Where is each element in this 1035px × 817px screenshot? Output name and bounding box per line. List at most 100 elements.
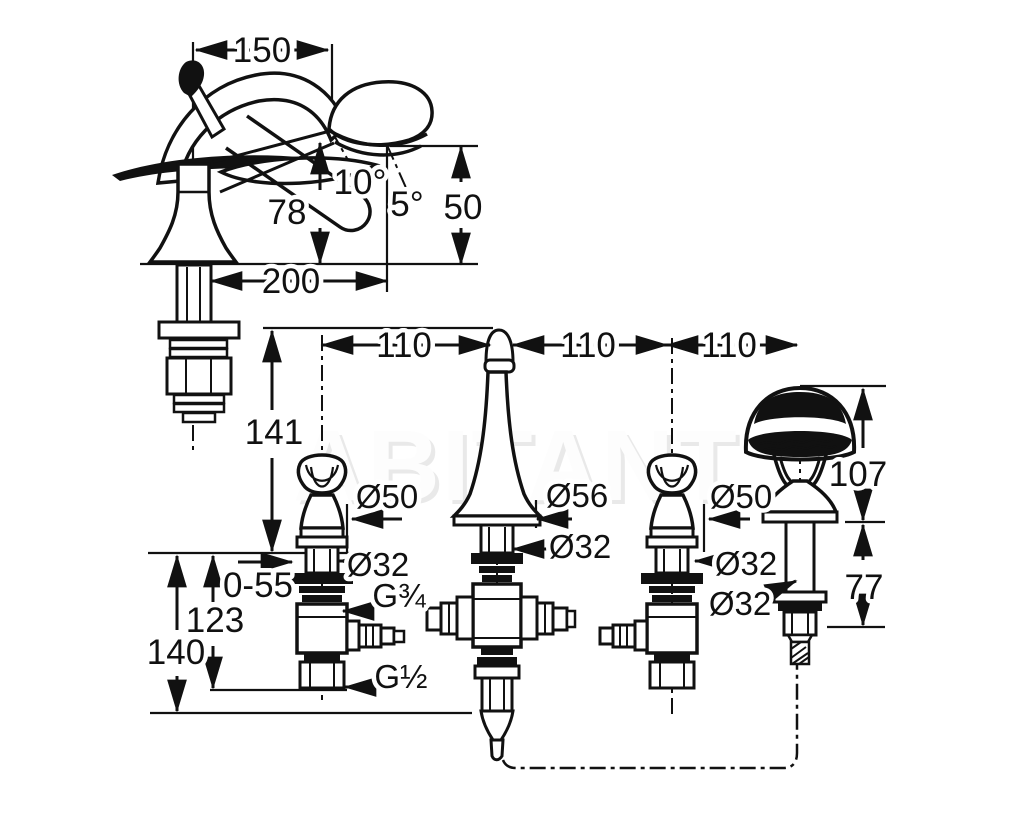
union-stub: [392, 629, 406, 644]
washer: [649, 586, 695, 593]
spout-tip: [484, 328, 515, 364]
tail-piece: [181, 411, 217, 424]
clamp-flange: [772, 590, 828, 604]
label-dia32-shower: Ø32: [709, 585, 771, 622]
label-200: 200: [262, 262, 320, 301]
label-g12: G½: [374, 658, 427, 695]
label-g34: G¾: [372, 577, 426, 614]
shaft-threads: [488, 527, 506, 553]
washer: [778, 603, 822, 611]
label-dia32-right: Ø32: [715, 545, 777, 582]
label-dia32-spout: Ø32: [549, 528, 611, 565]
washer: [479, 566, 515, 573]
washer: [654, 654, 690, 661]
mounting-flange: [157, 320, 241, 340]
label-10deg: 10°: [334, 163, 387, 202]
hand-shower: [743, 385, 857, 666]
label-78: 78: [268, 193, 307, 232]
clamp-flange: [641, 573, 703, 584]
mixer-cross-body: [471, 582, 523, 649]
union-stub: [565, 609, 577, 629]
washer: [482, 575, 512, 582]
left-port-end: [425, 606, 443, 632]
leader-dia32-shower: [763, 579, 798, 603]
label-141: 141: [245, 413, 303, 452]
shower-pillar: [784, 520, 816, 594]
handle-cap: [296, 453, 348, 495]
spout-shaft: [479, 523, 515, 555]
hose-hatching: [790, 641, 810, 665]
shower-head-band: [754, 392, 846, 424]
spout-outlet-cap: [327, 80, 434, 147]
label-77: 77: [845, 568, 884, 607]
left-handle-valve: [291, 453, 406, 690]
label-150: 150: [233, 31, 291, 70]
washer: [652, 595, 692, 602]
washer: [168, 347, 229, 359]
bottom-hex-nut: [480, 676, 514, 713]
valve-shaft: [304, 545, 340, 575]
spout-collar: [483, 358, 516, 374]
center-spout: [425, 328, 577, 762]
valve-body: [645, 602, 699, 655]
left-port: [455, 595, 475, 641]
label-dia50-left: Ø50: [356, 478, 418, 515]
nut-facets: [309, 663, 335, 687]
shower-spray-face: [748, 431, 852, 457]
valve-shaft: [654, 545, 690, 575]
label-123: 123: [186, 601, 244, 640]
label-110-right: 110: [701, 326, 757, 365]
clamp-flange: [291, 573, 353, 584]
bottom-hex-nut: [298, 660, 346, 690]
nut-facets: [489, 679, 505, 710]
shaft-detail-lines: [186, 267, 201, 322]
hex-nut: [782, 610, 818, 637]
mounting-shaft: [175, 263, 213, 324]
valve-body: [295, 602, 349, 655]
washer: [299, 586, 345, 593]
bottom-hex-nut: [648, 660, 696, 690]
washer: [168, 338, 229, 350]
label-110-center: 110: [560, 326, 616, 365]
washer: [172, 402, 226, 414]
washer: [302, 595, 342, 602]
label-50: 50: [444, 188, 483, 227]
outlet-lip-lower: [334, 140, 422, 157]
side-port-nut: [611, 623, 637, 649]
joystick-lever: [225, 114, 372, 233]
hose-routing-centerline: [501, 664, 799, 770]
nut-facets: [791, 613, 809, 634]
label-dia50-right: Ø50: [710, 478, 772, 515]
washer: [172, 393, 226, 405]
inlet-tip: [489, 738, 505, 762]
right-port-end: [551, 606, 569, 632]
shaft-threads: [313, 549, 331, 573]
washer: [477, 657, 517, 665]
shaft-threads: [663, 549, 681, 573]
nut-facets: [365, 626, 374, 646]
side-port-nut: [357, 623, 383, 649]
label-dia32-left: Ø32: [347, 546, 409, 583]
side-port: [633, 619, 649, 652]
dimension-labels: 150 78 10° 5° 50 200 110 110 110 141 0-5…: [142, 27, 891, 700]
label-dia56: Ø56: [546, 477, 608, 514]
nut-facets: [619, 626, 628, 646]
lever-knob: [178, 60, 205, 97]
nut-facets: [185, 358, 212, 394]
handle-body: [649, 493, 695, 530]
cross-body-lines: [473, 598, 521, 639]
dimension-lines: [167, 40, 873, 713]
spray-face-texture: [759, 438, 837, 451]
label-140: 140: [147, 633, 205, 672]
label-0-55: 0-55: [223, 566, 293, 605]
label-5deg: 5°: [390, 185, 423, 224]
coupling: [473, 664, 521, 680]
handle-cap-arcs: [654, 464, 690, 488]
inlet-cone: [479, 709, 515, 742]
faucet-body-base: [146, 162, 240, 264]
side-port-end: [379, 626, 396, 646]
washer: [304, 654, 340, 661]
outlet-lip-upper: [329, 129, 428, 148]
